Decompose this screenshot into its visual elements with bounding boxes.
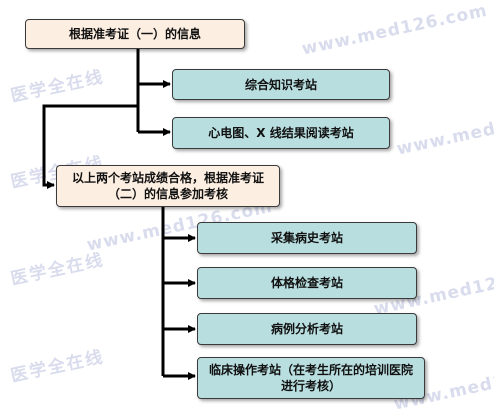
station-comprehensive-knowledge: 综合知识考站 <box>172 69 390 100</box>
station-physical-examination: 体格检查考站 <box>197 267 417 299</box>
root-node: 根据准考证（一）的信息 <box>25 19 245 49</box>
station-case-analysis: 病例分析考站 <box>197 313 417 345</box>
station-clinical-operation: 临床操作考站（在考生所在的培训医院进行考核） <box>197 357 425 399</box>
connector-to-decision <box>42 104 138 189</box>
decision-node: 以上两个考站成绩合格，根据准考证（二）的信息参加考核 <box>56 165 280 207</box>
station-history-taking: 采集病史考站 <box>197 222 417 254</box>
station-ecg-xray-reading: 心电图、X 线结果阅读考站 <box>172 117 390 149</box>
